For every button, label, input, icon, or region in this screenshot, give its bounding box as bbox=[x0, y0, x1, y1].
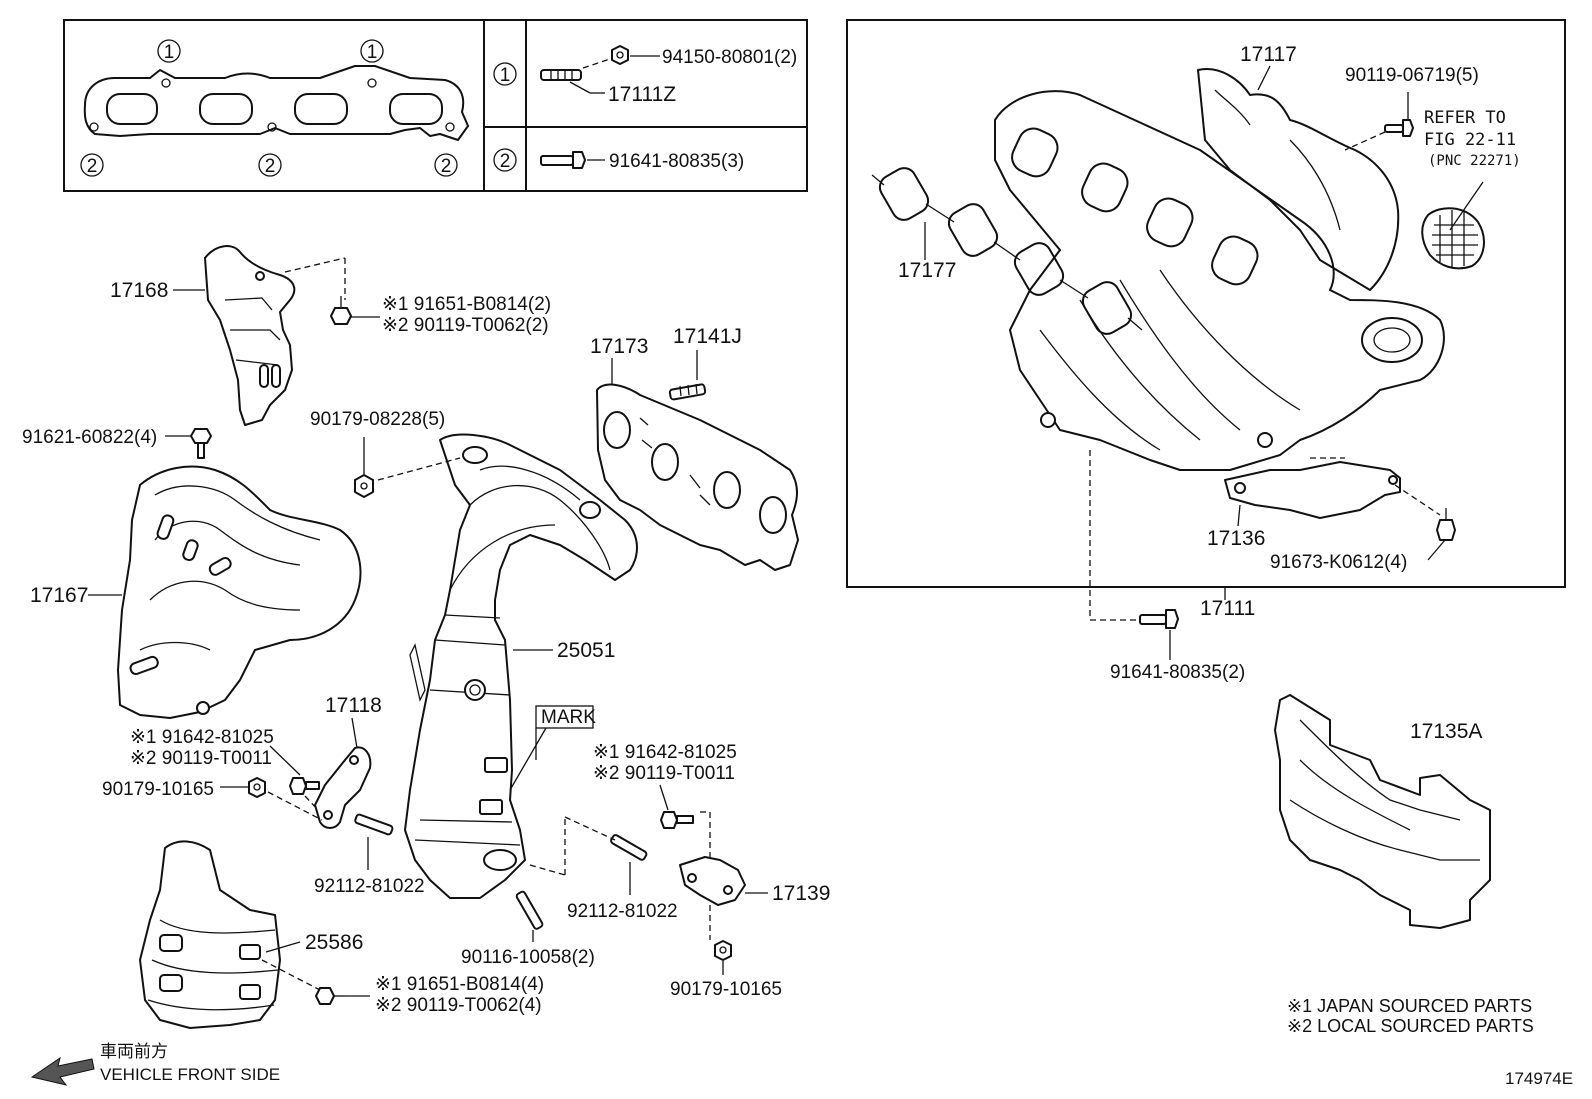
stud-92112-a-icon bbox=[354, 813, 394, 836]
gasket-outline bbox=[83, 65, 469, 141]
bracket-bolt-icon bbox=[1436, 508, 1456, 541]
bracket-17136 bbox=[1224, 461, 1401, 519]
label-17111: 17111 bbox=[1200, 597, 1255, 620]
label-17117: 17117 bbox=[1240, 43, 1297, 66]
label-90119-06719: 90119-06719(5) bbox=[1345, 65, 1479, 86]
bolt-17118-icon bbox=[289, 777, 320, 795]
label-17141j: 17141J bbox=[673, 325, 742, 348]
label-17139-bolt1: ※1 91642-81025 bbox=[593, 742, 737, 763]
gasket-mark-2a: 2 bbox=[87, 156, 98, 177]
label-17135a: 17135A bbox=[1410, 720, 1482, 743]
label-front-en: VEHICLE FRONT SIDE bbox=[100, 1065, 280, 1084]
heat-insulator-17167 bbox=[117, 465, 362, 719]
legend-row2-circle: 2 bbox=[500, 151, 511, 172]
legend-bolt-label: 91641-80835(3) bbox=[609, 151, 744, 172]
manifold-bolt-icon bbox=[1384, 119, 1414, 137]
bolt-25586-icon bbox=[315, 987, 345, 1005]
shield-bolt-icon bbox=[330, 296, 352, 325]
gasket-mark-circles: 1 1 2 2 2 bbox=[80, 39, 458, 177]
label-refer-fig: FIG 22-11 bbox=[1424, 130, 1516, 150]
label-25586-bolt2: ※2 90119-T0062(4) bbox=[375, 995, 542, 1016]
bracket-17118 bbox=[314, 746, 372, 829]
label-17118-bolt2: ※2 90119-T0011 bbox=[130, 748, 272, 769]
label-refer-pnc: (PNC 22271) bbox=[1428, 153, 1521, 169]
lower-insulator-25586 bbox=[139, 840, 281, 1029]
intake-manifold-box bbox=[846, 19, 1566, 620]
label-17139-bolt2: ※2 90119-T0011 bbox=[593, 763, 735, 784]
label-25051: 25051 bbox=[557, 639, 615, 662]
intake-manifold-body bbox=[994, 90, 1445, 471]
intake-gaskets-17177 bbox=[871, 167, 1143, 335]
bolt-17139-icon bbox=[660, 811, 694, 829]
stud-icon bbox=[540, 69, 582, 81]
gasket-mark-1a: 1 bbox=[164, 42, 175, 63]
note-local-sourced: ※2 LOCAL SOURCED PARTS bbox=[1287, 1016, 1534, 1036]
label-90179-10165-a: 90179-10165 bbox=[102, 779, 214, 800]
label-25586: 25586 bbox=[305, 931, 363, 954]
stud-17141j-icon bbox=[668, 383, 707, 401]
bolt-91621-icon bbox=[190, 428, 212, 459]
label-90179-08228: 90179-08228(5) bbox=[310, 409, 445, 430]
label-90116-10058: 90116-10058(2) bbox=[461, 947, 595, 968]
label-92112-81022-b: 92112-81022 bbox=[567, 901, 678, 922]
label-17173: 17173 bbox=[590, 335, 648, 358]
label-17136: 17136 bbox=[1207, 527, 1265, 550]
nut-icon bbox=[611, 45, 629, 65]
gasket-mark-2b: 2 bbox=[265, 156, 276, 177]
label-17168-bolt2: ※2 90119-T0062(2) bbox=[382, 315, 549, 336]
bracket-17139 bbox=[679, 856, 746, 906]
exhaust-gasket-17173 bbox=[596, 383, 799, 571]
bolt-icon bbox=[540, 151, 586, 169]
label-91641-80835-2: 91641-80835(2) bbox=[1110, 662, 1245, 683]
legend-nut-label: 94150-80801(2) bbox=[662, 47, 797, 68]
label-front-jp: 車両前方 bbox=[100, 1042, 168, 1062]
gasket-mark-2c: 2 bbox=[441, 156, 452, 177]
manifold-cover-17117 bbox=[1197, 68, 1400, 291]
label-17168: 17168 bbox=[110, 279, 168, 302]
exhaust-manifold-25051 bbox=[404, 433, 638, 899]
label-17177: 17177 bbox=[898, 259, 956, 282]
label-92112-81022-a: 92112-81022 bbox=[314, 876, 425, 897]
label-17168-bolt1: ※1 91651-B0814(2) bbox=[382, 294, 551, 315]
stud-92112-b-icon bbox=[610, 834, 648, 861]
label-91673-k0612: 91673-K0612(4) bbox=[1270, 552, 1407, 573]
diagram-id: 174974E bbox=[1505, 1069, 1573, 1088]
label-17118-bolt1: ※1 91642-81025 bbox=[130, 727, 274, 748]
label-refer-to: REFER TO bbox=[1424, 108, 1506, 128]
insulator-17135a bbox=[1274, 694, 1491, 929]
stud-90116-icon bbox=[515, 890, 544, 930]
label-17139: 17139 bbox=[772, 882, 830, 905]
label-mark: MARK bbox=[541, 707, 596, 728]
manifold-lower-bolt-icon bbox=[1090, 609, 1179, 660]
legend-stud-label: 17111Z bbox=[608, 83, 676, 106]
nut-90179-10165-b-icon bbox=[714, 940, 732, 961]
label-17167: 17167 bbox=[30, 584, 88, 607]
heat-shield-17168 bbox=[204, 245, 296, 426]
label-17118: 17118 bbox=[325, 694, 382, 717]
legend-table: 1 1 2 2 2 1 94150-80801(2) 17111Z 2 bbox=[63, 19, 808, 192]
label-25586-bolt1: ※1 91651-B0814(4) bbox=[375, 974, 544, 995]
label-91621-60822: 91621-60822(4) bbox=[22, 427, 157, 448]
label-90179-10165-b: 90179-10165 bbox=[670, 979, 782, 1000]
nut-90179-08228-icon bbox=[354, 474, 374, 498]
vehicle-front-arrow-icon bbox=[30, 1056, 95, 1086]
throttle-gasket-refer bbox=[1421, 207, 1485, 270]
note-japan-sourced: ※1 JAPAN SOURCED PARTS bbox=[1287, 996, 1532, 1016]
gasket-mark-1b: 1 bbox=[367, 42, 378, 63]
nut-90179-10165-a-icon bbox=[248, 777, 266, 798]
legend-row1-circle: 1 bbox=[500, 65, 511, 86]
